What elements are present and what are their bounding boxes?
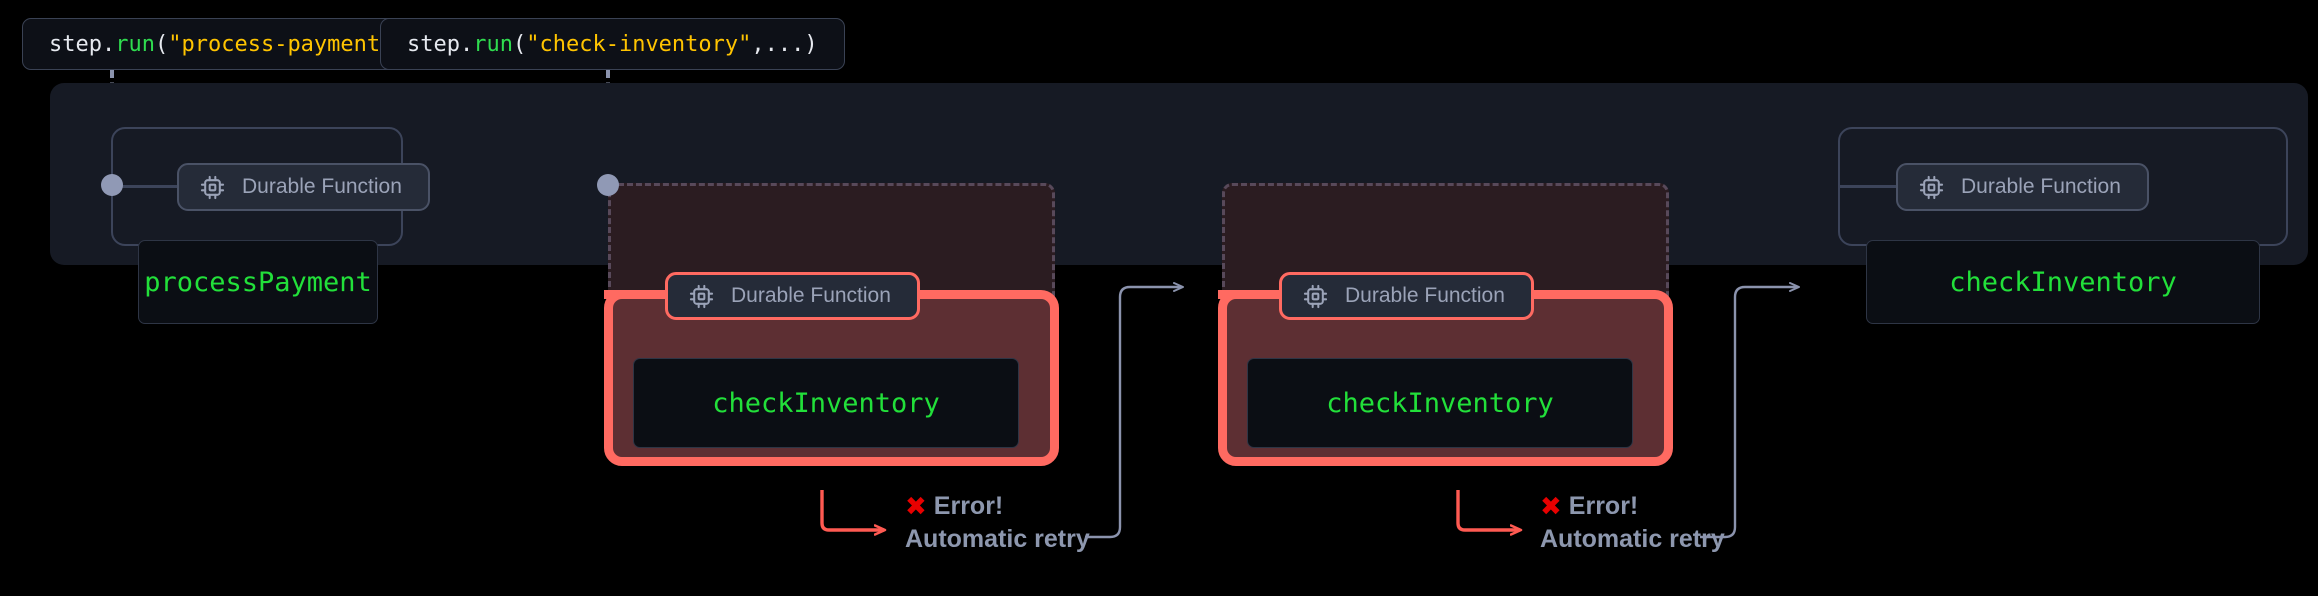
cpu-chip-icon: [199, 174, 226, 201]
code-separator: ,: [751, 31, 765, 57]
function-name-text: checkInventory: [1949, 266, 2177, 298]
durable-function-badge-label: Durable Function: [1345, 284, 1505, 307]
error-annotation-2: ✖ Error! Automatic retry: [1540, 492, 1725, 554]
badge-connector-stub-4: [1838, 185, 1898, 188]
automatic-retry-label: Automatic retry: [1540, 525, 1725, 553]
code-object: step: [407, 31, 460, 57]
cpu-chip-icon: [688, 283, 715, 310]
code-method: run: [115, 31, 155, 57]
error-line: ✖ Error!: [905, 492, 1090, 521]
step-dot-connector-2: [597, 174, 619, 196]
error-x-icon: ✖: [1540, 491, 1562, 522]
error-line: ✖ Error!: [1540, 492, 1725, 521]
code-method: run: [473, 31, 513, 57]
durable-function-badge-2: Durable Function: [665, 272, 920, 320]
function-name-text: checkInventory: [1326, 387, 1554, 419]
durable-function-badge-1: Durable Function: [177, 163, 430, 211]
error-label: Error!: [1568, 492, 1639, 520]
function-name-box-check-inventory-2: checkInventory: [1247, 358, 1633, 448]
badge-connector-stub-2: [604, 290, 684, 299]
cpu-chip-icon: [1302, 283, 1329, 310]
automatic-retry-label: Automatic retry: [905, 525, 1090, 553]
code-string-arg: "process-payment": [168, 31, 394, 57]
durable-function-badge-3: Durable Function: [1279, 272, 1534, 320]
error-annotation-1: ✖ Error! Automatic retry: [905, 492, 1090, 554]
step-dot-connector-1: [101, 174, 123, 196]
code-close-paren: ): [804, 31, 818, 57]
function-name-text: processPayment: [144, 266, 372, 298]
function-name-box-check-inventory-3: checkInventory: [1866, 240, 2260, 324]
function-name-box-process-payment: processPayment: [138, 240, 378, 324]
durable-function-badge-label: Durable Function: [731, 284, 891, 307]
error-x-icon: ✖: [905, 491, 927, 522]
code-string-arg: "check-inventory": [526, 31, 752, 57]
code-open-paren: (: [512, 31, 527, 57]
code-rest-args: ...: [764, 31, 805, 57]
code-label-check-inventory: step.run("check-inventory", ...): [380, 18, 845, 70]
function-name-box-check-inventory-1: checkInventory: [633, 358, 1019, 448]
code-object: step: [49, 31, 102, 57]
function-name-text: checkInventory: [712, 387, 940, 419]
cpu-chip-icon: [1918, 174, 1945, 201]
code-open-paren: (: [154, 31, 169, 57]
durable-function-badge-4: Durable Function: [1896, 163, 2149, 211]
code-dot: .: [101, 31, 116, 57]
durable-function-badge-label: Durable Function: [242, 175, 402, 198]
badge-connector-stub-1: [111, 185, 181, 188]
code-dot: .: [459, 31, 474, 57]
error-label: Error!: [933, 492, 1004, 520]
durable-function-badge-label: Durable Function: [1961, 175, 2121, 198]
badge-connector-stub-3: [1218, 290, 1298, 299]
